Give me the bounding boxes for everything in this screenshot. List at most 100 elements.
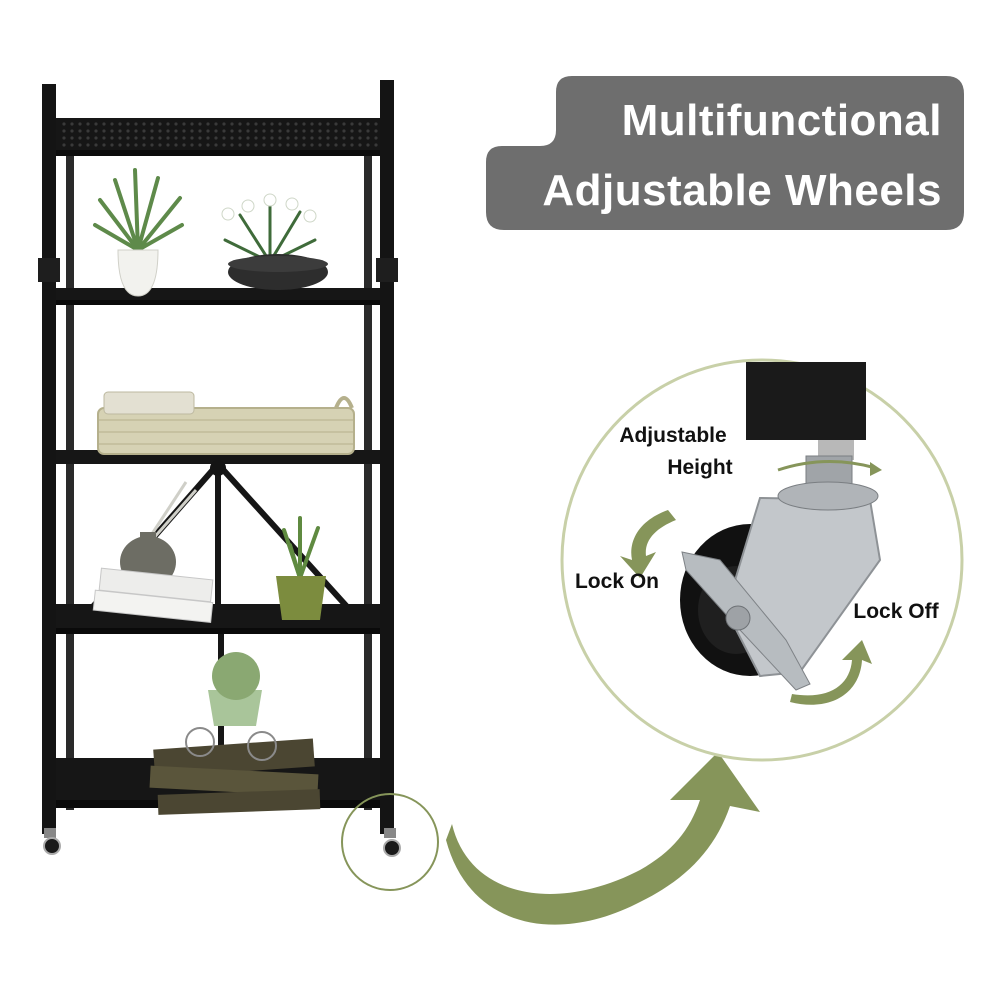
perforation-dot (70, 122, 74, 126)
perforation-dot (102, 143, 106, 147)
lock-on-label: Lock On (574, 570, 659, 593)
caster-bracket (746, 362, 866, 440)
perforation-dot (374, 143, 378, 147)
perforation-dot (366, 143, 370, 147)
perforation-dot (254, 143, 258, 147)
perforation-dot (142, 122, 146, 126)
lock-off-label: Lock Off (853, 600, 939, 623)
perforation-dot (254, 122, 258, 126)
perforation-dot (174, 122, 178, 126)
perforation-dot (134, 136, 138, 140)
perforation-dot (190, 136, 194, 140)
perforation-dot (94, 122, 98, 126)
perforation-dot (286, 143, 290, 147)
rotate-arrow-icon (777, 459, 877, 472)
perforation-dot (198, 143, 202, 147)
perforation-dot (182, 136, 186, 140)
caster-right (383, 828, 401, 857)
caster-left (43, 828, 61, 855)
perforation-dot (238, 143, 242, 147)
perforation-dot (246, 129, 250, 133)
lock-off-arrow-icon (790, 640, 872, 705)
perforation-dot (302, 129, 306, 133)
perforation-dot (334, 122, 338, 126)
perforation-dot (198, 136, 202, 140)
zoom-circle (560, 358, 964, 762)
lock-on-arrow-icon (620, 510, 676, 578)
perforation-dot (366, 129, 370, 133)
perforation-dot (302, 143, 306, 147)
perforation-dot (174, 136, 178, 140)
perforation-dot (334, 136, 338, 140)
perforation-dot (374, 122, 378, 126)
perforation-dot (318, 143, 322, 147)
perforation-dot (294, 129, 298, 133)
perforation-dot (318, 136, 322, 140)
perforation-dot (342, 136, 346, 140)
perforation-dot (342, 122, 346, 126)
perforation-dot (366, 136, 370, 140)
headline: Multifunctional Adjustable Wheels (486, 76, 964, 230)
perforation-dot (206, 143, 210, 147)
perforation-dot (310, 129, 314, 133)
perforation-dot (270, 122, 274, 126)
perforation-dot (294, 122, 298, 126)
perforation-dot (350, 122, 354, 126)
perforation-dot (342, 143, 346, 147)
woven-tray (97, 391, 355, 455)
perforation-dot (126, 143, 130, 147)
perforation-dot (326, 129, 330, 133)
perforation-dot (358, 129, 362, 133)
perforation-dot (374, 129, 378, 133)
perforation-dot (230, 136, 234, 140)
perforation-dot (374, 136, 378, 140)
perforation-dot (262, 143, 266, 147)
perforation-dot (270, 143, 274, 147)
perforation-dot (222, 143, 226, 147)
headline-badge (486, 76, 964, 230)
perforation-dot (126, 129, 130, 133)
perforation-dot (310, 122, 314, 126)
perforation-dot (206, 129, 210, 133)
perforation-dot (286, 136, 290, 140)
perforation-dot (134, 122, 138, 126)
perforation-dot (238, 122, 242, 126)
left-post (42, 84, 56, 834)
shelf-4 (56, 604, 380, 634)
perforation-dot (294, 143, 298, 147)
perforation-dot (118, 143, 122, 147)
book-stack-2 (149, 727, 321, 815)
perforation-dot (174, 143, 178, 147)
right-post (380, 80, 394, 834)
perforation-dot (78, 122, 82, 126)
perforation-dot (142, 143, 146, 147)
perforation-dot (134, 143, 138, 147)
perforation-dot (318, 122, 322, 126)
perforation-dot (142, 129, 146, 133)
decor-items (92, 168, 355, 815)
perforation-dot (230, 129, 234, 133)
perforation-dot (214, 136, 218, 140)
headline-line-2: Adjustable Wheels (542, 166, 942, 215)
perforation-dot (102, 129, 106, 133)
perforation-dot (158, 129, 162, 133)
perforation-dot (342, 129, 346, 133)
perforation-dot (262, 136, 266, 140)
perforation-dot (94, 143, 98, 147)
perforation-dot (118, 136, 122, 140)
perforation-dot (358, 143, 362, 147)
perforation-dot (270, 129, 274, 133)
potted-plant-4 (208, 652, 262, 726)
perforation-dot (230, 122, 234, 126)
perforation-dot (206, 136, 210, 140)
perforation-dot (118, 129, 122, 133)
perforation-dot (190, 122, 194, 126)
adjustable-height-label-1: Adjustable (619, 424, 727, 447)
potted-plant-3 (276, 516, 326, 620)
perforation-dot (118, 122, 122, 126)
perforation-dot (326, 143, 330, 147)
perforation-dot (214, 122, 218, 126)
book-stack-1 (92, 567, 214, 623)
perforation-dot (278, 143, 282, 147)
